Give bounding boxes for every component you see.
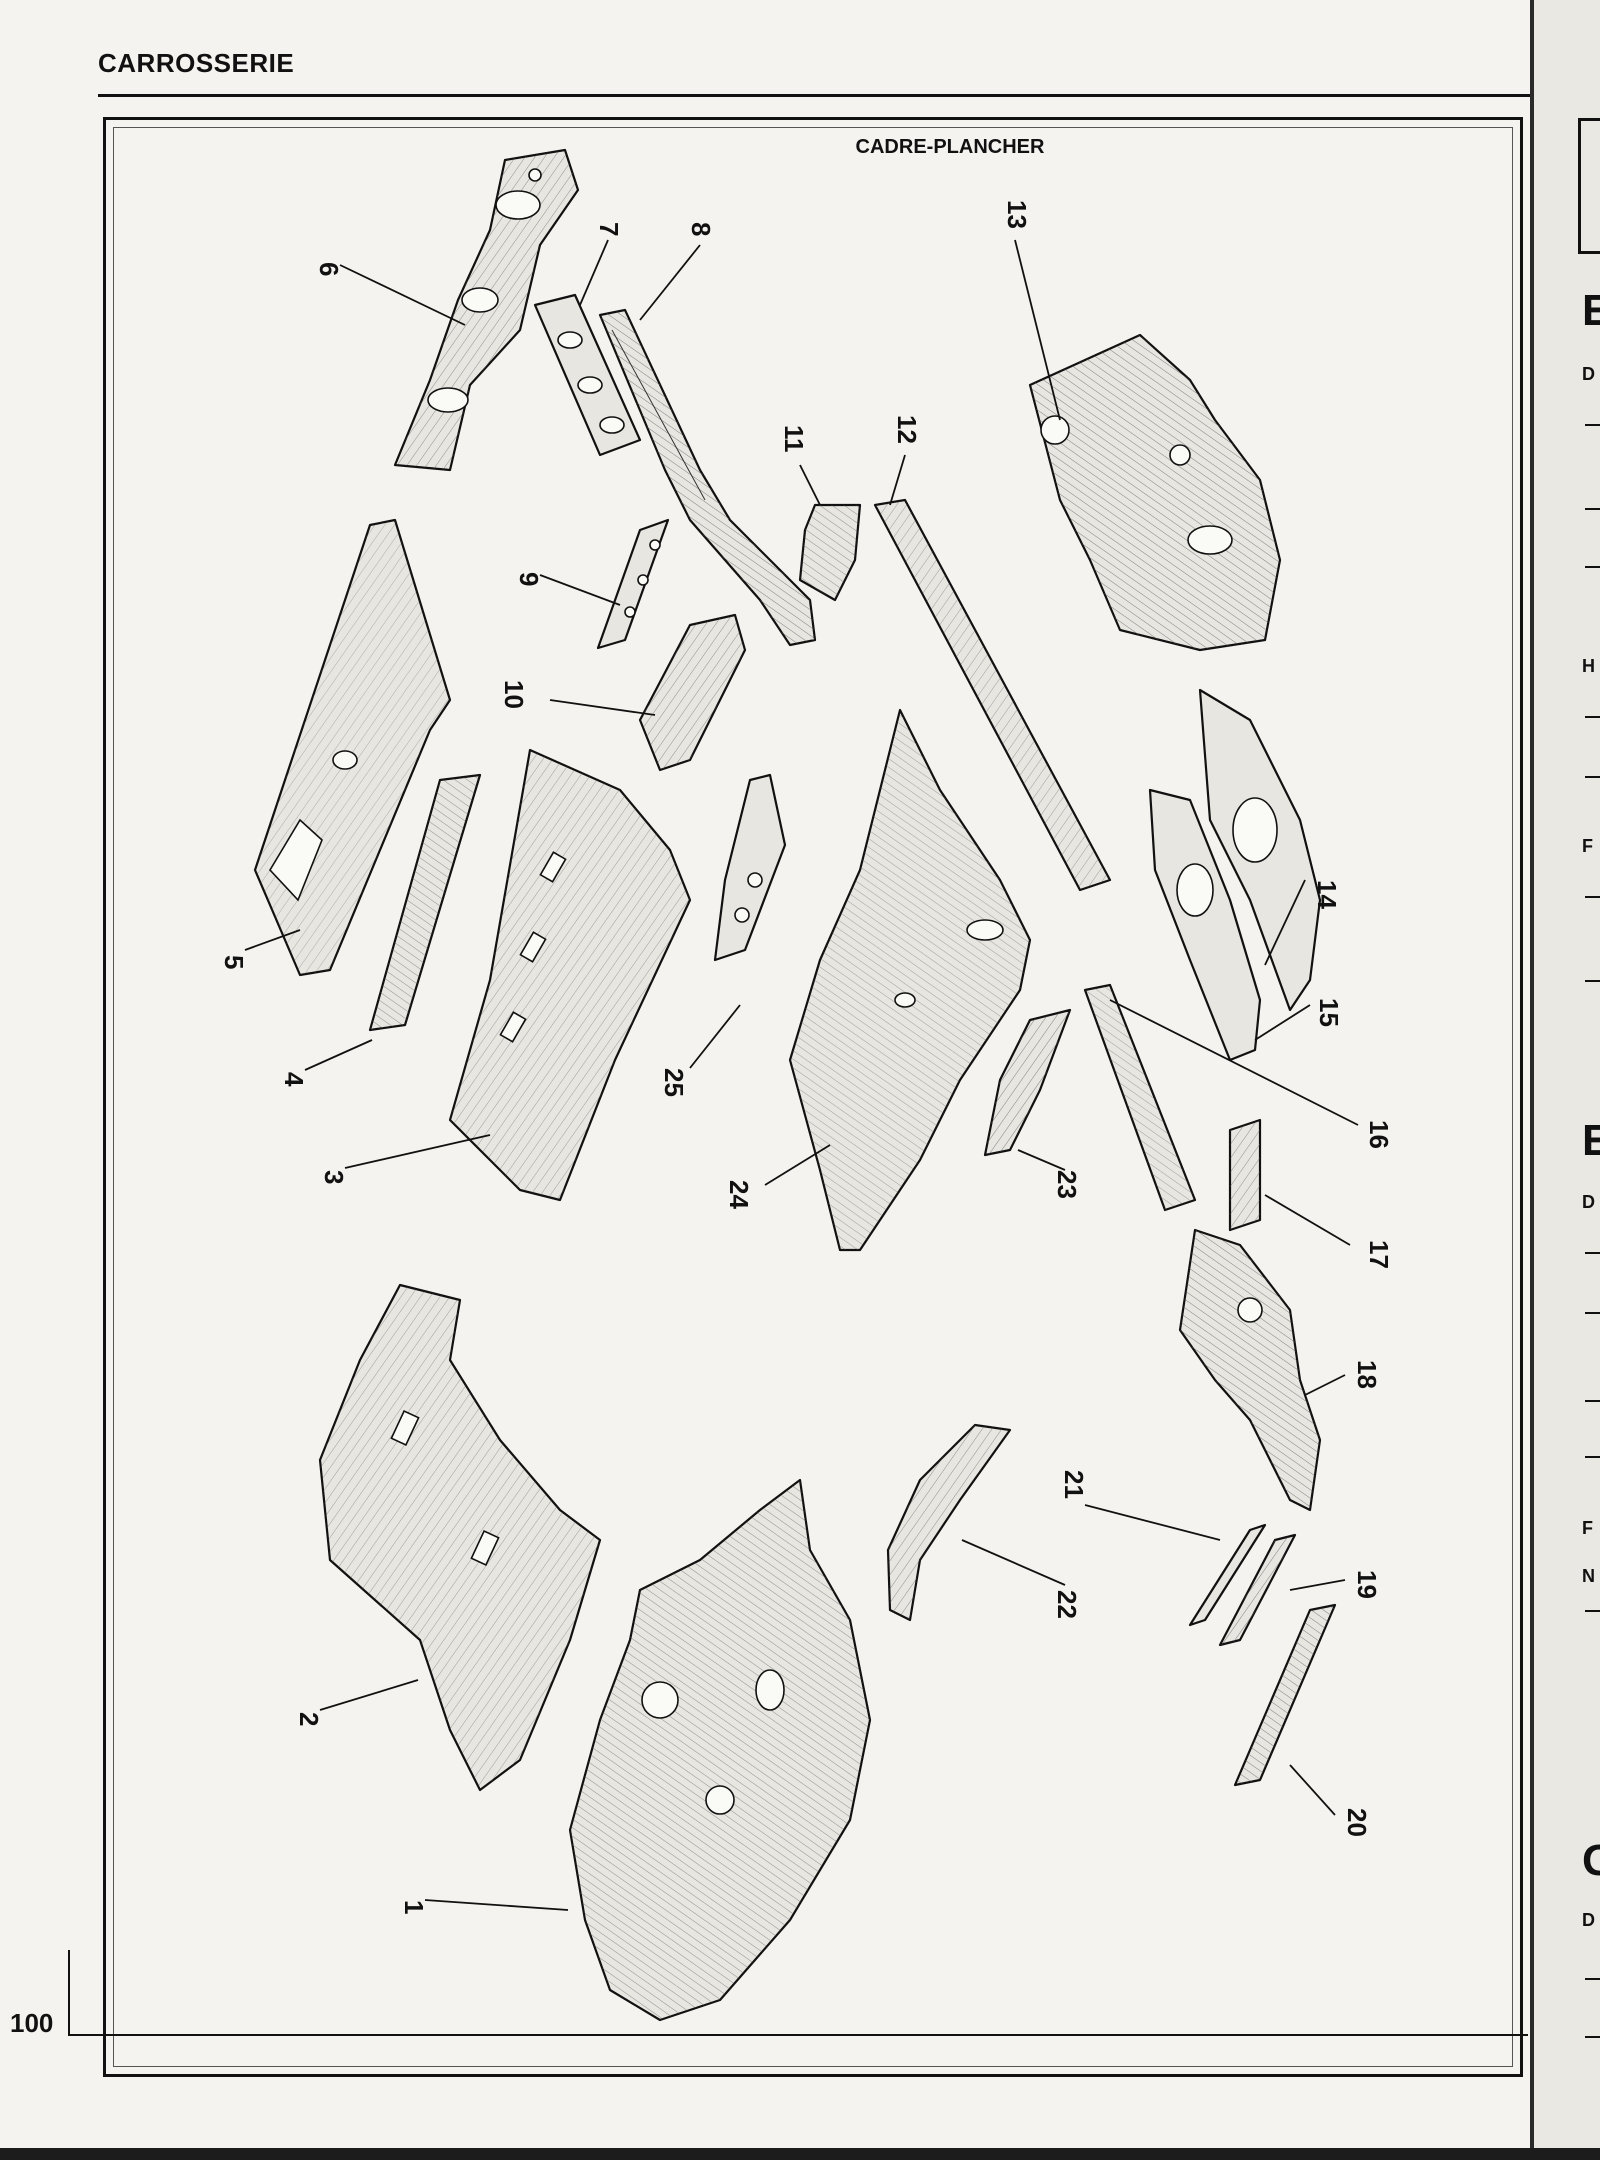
part-2-shape <box>318 1283 602 1792</box>
callout-20: 20 <box>1342 1808 1372 1837</box>
part-23-shape <box>983 1008 1072 1157</box>
callout-7: 7 <box>594 222 624 236</box>
callout-19: 19 <box>1352 1570 1382 1599</box>
callout-leaders <box>244 239 1359 1911</box>
part-13-shape <box>1028 333 1282 652</box>
adjacent-page-dash <box>1585 980 1600 982</box>
callout-1: 1 <box>399 1900 429 1914</box>
adjacent-page-dash <box>1585 566 1600 568</box>
callout-12: 12 <box>892 415 922 444</box>
part-24-shape <box>788 708 1032 1252</box>
diagram-title: CADRE-PLANCHER <box>855 136 1045 158</box>
part-11-shape <box>798 503 862 602</box>
callout-13: 13 <box>1002 200 1032 229</box>
part-20-shape <box>1233 1603 1337 1787</box>
section-header: CARROSSERIE <box>98 48 295 78</box>
part-10-shape <box>638 613 747 772</box>
adjacent-page-letter-5: E <box>1582 1116 1600 1165</box>
part-1-shape <box>568 1478 872 2022</box>
adjacent-page-letter-2: D <box>1582 364 1595 384</box>
adjacent-page-dash <box>1585 896 1600 898</box>
adjacent-page-letter-7: F <box>1582 1518 1593 1538</box>
part-19-shape <box>1218 1533 1297 1647</box>
part-6-shape <box>393 148 580 472</box>
callout-18: 18 <box>1352 1360 1382 1389</box>
part-4-shape <box>368 773 482 1032</box>
adjacent-page-dash <box>1585 424 1600 426</box>
callout-23: 23 <box>1052 1170 1082 1199</box>
adjacent-page-dash <box>1585 716 1600 718</box>
part-17-shape <box>1228 1118 1262 1232</box>
scan-bottom-edge <box>0 2148 1600 2160</box>
callout-3: 3 <box>319 1170 349 1184</box>
adjacent-page-dash <box>1585 776 1600 778</box>
part-21-shape <box>1188 1523 1267 1627</box>
callout-8: 8 <box>686 222 716 236</box>
part-8-shape <box>598 308 817 647</box>
callout-9: 9 <box>514 572 544 586</box>
part-15-shape <box>1148 788 1262 1062</box>
callout-numbers: 1 2 3 4 5 6 7 8 9 10 11 12 13 14 15 16 1… <box>219 200 1394 1914</box>
adjacent-page-dash <box>1585 1400 1600 1402</box>
part-5-shape <box>253 518 452 977</box>
part-25-shape <box>713 773 787 962</box>
adjacent-page-letter-10: D <box>1582 1910 1595 1930</box>
callout-2: 2 <box>294 1712 324 1726</box>
page-number: 100 <box>10 2008 54 2038</box>
part-22-shape <box>886 1423 1012 1622</box>
callout-15: 15 <box>1314 998 1344 1027</box>
adjacent-page-letter-4: F <box>1582 836 1593 856</box>
adjacent-page-box <box>1578 118 1600 254</box>
callout-14: 14 <box>1312 880 1342 909</box>
part-7-shape <box>533 293 642 457</box>
callout-16: 16 <box>1364 1120 1394 1149</box>
part-18-shape <box>1178 1228 1322 1512</box>
callout-24: 24 <box>724 1180 754 1209</box>
adjacent-page-letter-3: H <box>1582 656 1595 676</box>
diagram-frame <box>103 117 1523 2077</box>
part-3-shape <box>448 748 692 1202</box>
callout-5: 5 <box>219 955 249 969</box>
adjacent-page-dash <box>1585 2036 1600 2038</box>
adjacent-page-dash <box>1585 1252 1600 1254</box>
adjacent-page-edge <box>1530 0 1600 2160</box>
header-rule <box>98 94 1530 97</box>
callout-25: 25 <box>659 1068 689 1097</box>
part-14-shape <box>1198 688 1322 1012</box>
adjacent-page-letter-9: G <box>1582 1836 1600 1885</box>
callout-11: 11 <box>779 425 809 453</box>
adjacent-page-letter-6: D <box>1582 1192 1595 1212</box>
part-9-shape <box>596 518 670 650</box>
callout-6: 6 <box>314 262 344 276</box>
callout-10: 10 <box>499 680 529 709</box>
adjacent-page-dash <box>1585 1456 1600 1458</box>
adjacent-page-dash <box>1585 1610 1600 1612</box>
adjacent-page-letter-8: N <box>1582 1566 1595 1586</box>
callout-22: 22 <box>1052 1590 1082 1619</box>
adjacent-page-dash <box>1585 508 1600 510</box>
adjacent-page-dash <box>1585 1978 1600 1980</box>
callout-17: 17 <box>1364 1240 1394 1269</box>
adjacent-page-letter-1: E <box>1582 286 1600 335</box>
footer-rule <box>68 2034 1528 2036</box>
diagram-frame-inner <box>113 127 1513 2067</box>
footer-rule-left <box>68 1950 70 2036</box>
adjacent-page-dash <box>1585 1312 1600 1314</box>
part-16-shape <box>1083 983 1197 1212</box>
callout-4: 4 <box>279 1072 309 1087</box>
callout-21: 21 <box>1059 1470 1089 1499</box>
part-12-shape <box>873 498 1112 892</box>
